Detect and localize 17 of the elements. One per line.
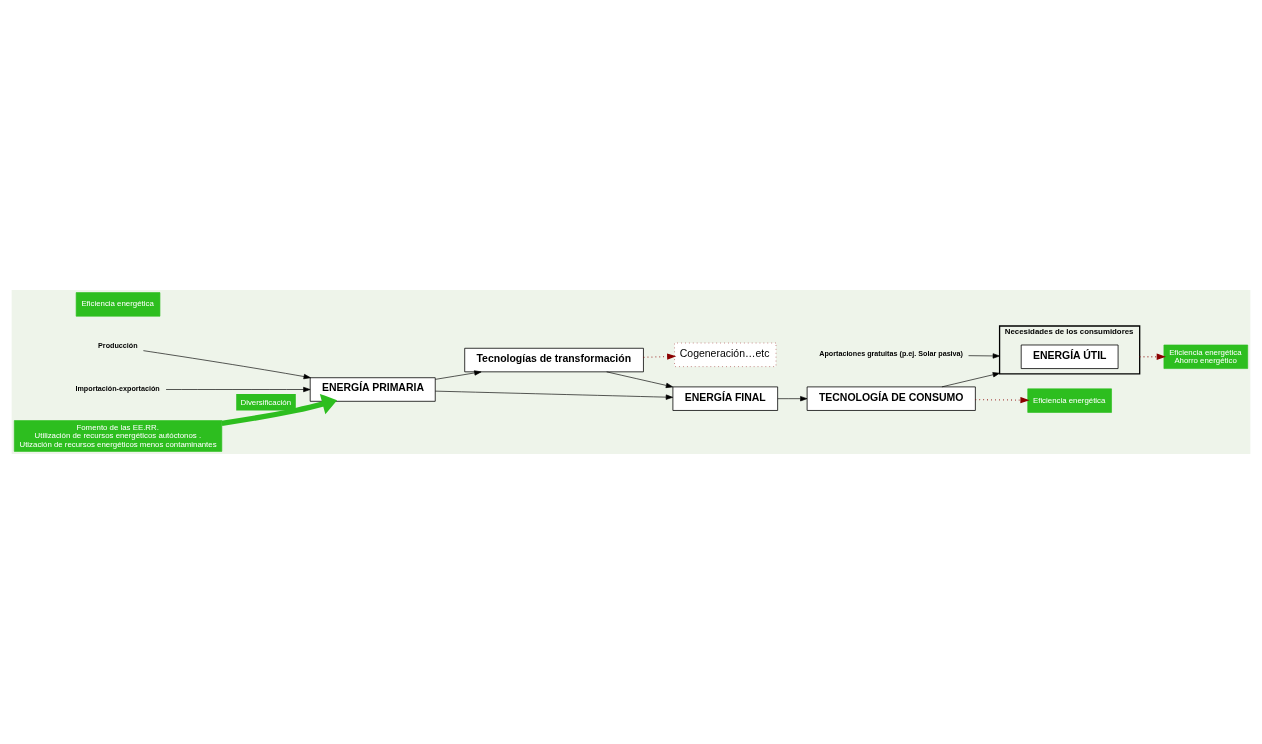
arrow [968,353,1000,359]
arrow [941,372,1000,388]
node-text: Aportaciones gratuitas (p.ej. Solar pasiva) [819,348,964,358]
node-text: Importación-exportación [75,383,160,393]
node-box: Tecnologías de transformación [464,347,644,373]
node-box: TECNOLOGÍA DE CONSUMO [806,386,976,411]
arrow [435,390,673,400]
arrow [435,370,482,380]
node-box: ENERGÍA FINAL [672,386,779,411]
arrow [143,350,311,380]
node-text: Producción [98,341,138,351]
node-box: ENERGÍA ÚTIL [1020,344,1119,369]
arrow [165,386,311,393]
arrow [606,371,674,388]
node-box: Cogeneración…etc [674,342,777,367]
arrow [777,396,808,402]
node-box: ENERGÍA PRIMARIA [309,377,436,402]
